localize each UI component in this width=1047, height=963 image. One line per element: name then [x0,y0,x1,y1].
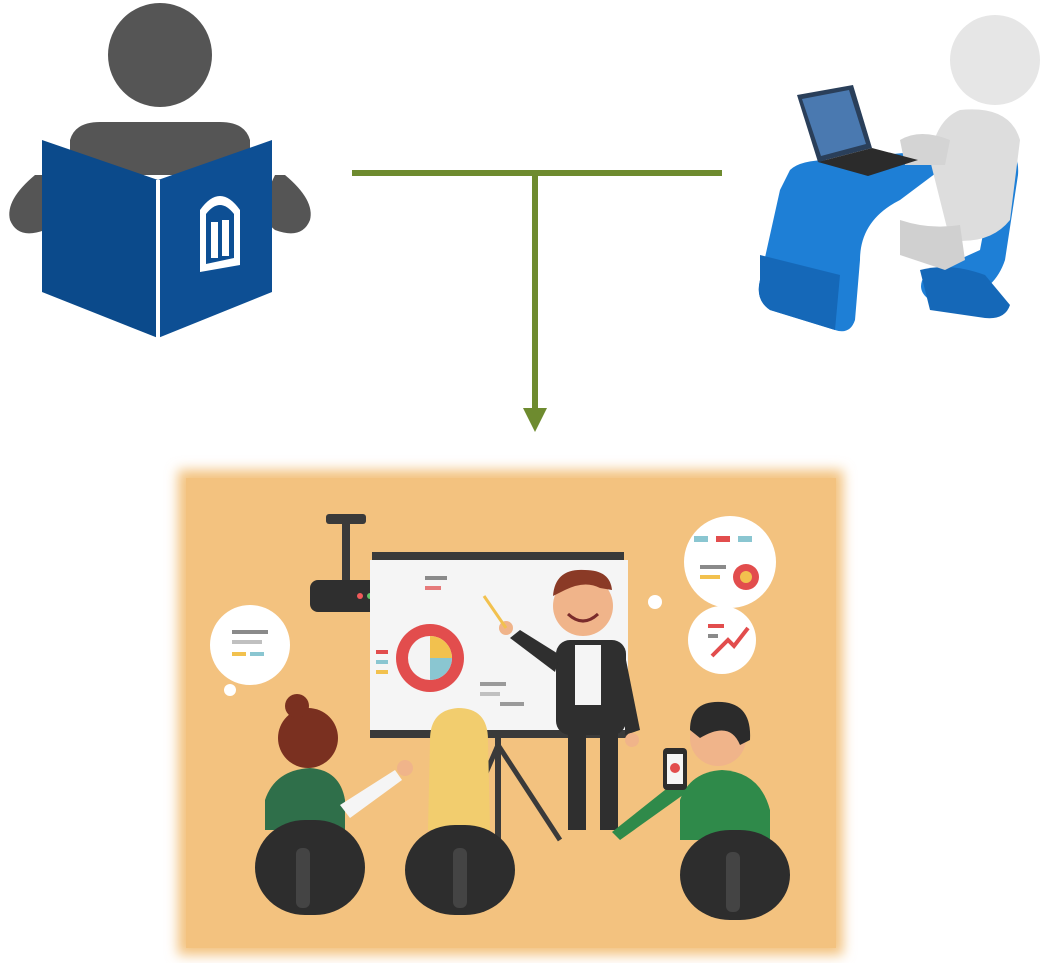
arrowhead-icon [523,408,547,432]
phone-icon [663,748,687,790]
classroom-presentation-illustration [178,470,843,955]
book-icon [42,140,272,338]
thought-bubble-right-bottom [688,606,756,674]
presenter-figure [482,569,640,830]
thought-bubble-left [210,605,290,696]
pie-chart-icon [396,624,464,692]
audience-member-left [255,694,413,915]
laptop-icon [797,85,918,176]
person-using-laptop-icon [758,15,1040,332]
audience-member-right [612,701,790,920]
connector-arrow [352,170,722,432]
person-reading-book-icon [9,3,311,338]
audience-member-center [405,708,515,915]
thought-bubble-right-top [648,516,776,609]
book-emblem-icon [200,196,240,272]
